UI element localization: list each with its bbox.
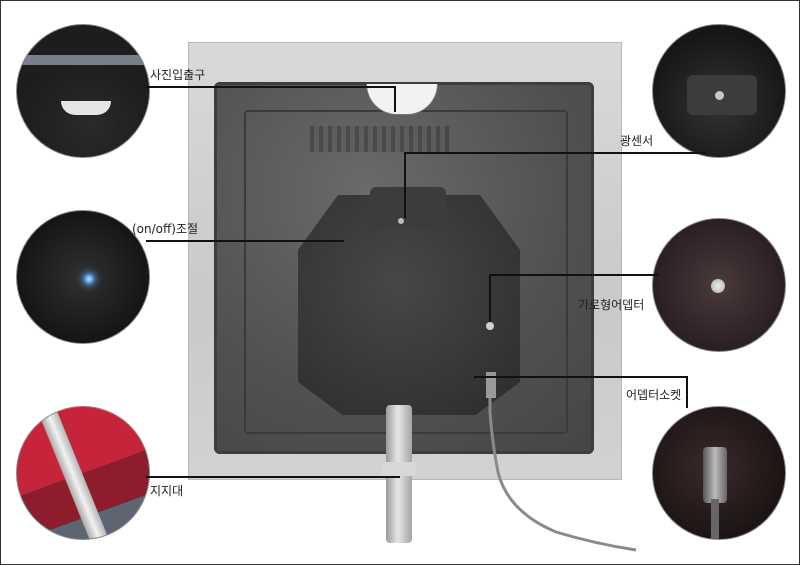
adapter-socket-closeup bbox=[652, 406, 786, 540]
leader-landscape-adapter bbox=[489, 274, 659, 276]
leader-adapter-socket bbox=[474, 376, 688, 378]
power-cable bbox=[486, 372, 637, 552]
light-sensor-dot bbox=[398, 218, 404, 224]
adapter-wire bbox=[711, 499, 719, 539]
stand-mount-plate bbox=[298, 195, 520, 415]
label-light-sensor: 광센서 bbox=[620, 134, 654, 148]
stand-mount-top bbox=[370, 187, 446, 229]
embossed-stamp bbox=[310, 126, 450, 152]
adapter-port-closeup bbox=[652, 218, 786, 352]
stand-leg-cap bbox=[382, 462, 416, 476]
label-photo-slot: 사진입출구 bbox=[150, 68, 206, 82]
leader-adapter-socket-drop bbox=[686, 376, 688, 408]
leader-stand bbox=[146, 476, 400, 478]
leader-light-sensor bbox=[404, 152, 706, 154]
light-sensor-closeup bbox=[652, 24, 786, 158]
on-off-closeup bbox=[16, 210, 150, 344]
adapter-port-dot bbox=[486, 322, 494, 330]
on-off-switch-icon bbox=[83, 273, 95, 285]
stand-closeup bbox=[16, 406, 150, 540]
photo-slot-icon bbox=[17, 55, 149, 65]
leader-landscape-adapter-drop bbox=[489, 274, 491, 322]
light-sensor-icon bbox=[715, 91, 724, 100]
label-stand: 지지대 bbox=[150, 484, 184, 498]
photo-slot-closeup bbox=[16, 24, 150, 158]
label-landscape-adapter: 가로형어뎁터 bbox=[578, 298, 645, 312]
label-adapter-socket: 어뎁터소켓 bbox=[626, 388, 682, 402]
adapter-port-icon bbox=[711, 279, 725, 293]
stand-leg-icon bbox=[35, 407, 113, 539]
label-on-off: (on/off)조절 bbox=[132, 222, 199, 236]
leader-photo-slot bbox=[146, 86, 396, 88]
photo-slot-hole bbox=[61, 101, 111, 115]
leader-on-off bbox=[146, 240, 344, 242]
adapter-socket-icon bbox=[703, 447, 727, 503]
leader-photo-slot-drop bbox=[394, 86, 396, 112]
leader-light-sensor-drop bbox=[404, 152, 406, 218]
